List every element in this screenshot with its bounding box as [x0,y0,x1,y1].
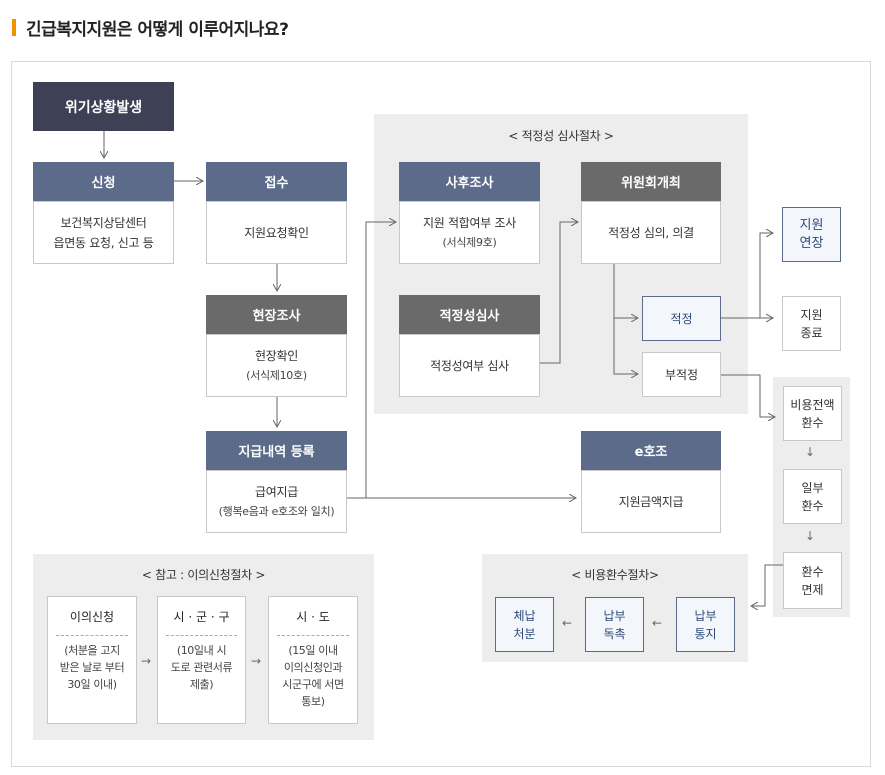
objection-step-box: 시 · 군 · 구 (10일내 시 도로 관련서류 제출) [157,596,246,724]
receipt-header: 접수 [206,162,347,201]
title-accent-bar [12,19,16,36]
objection-step-line: 30일 이내) [67,678,117,691]
apply-body: 보건복지상담센터 읍면동 요청, 신고 등 [33,201,174,264]
extend-box: 지원 연장 [782,207,841,262]
proper-box: 적정 [642,296,721,341]
objection-step-line: 통보) [301,695,325,708]
proper-label: 적정 [670,311,693,326]
refund-label: < 비용환수절차> [571,568,659,582]
adequacy-line1: 적정성여부 심사 [430,358,509,373]
payment-line2: (행복e음과 e호조와 일치) [218,504,335,518]
objection-step-body: (15일 이내 이의신청인과 시군구에 서면 통보) [269,642,357,710]
ehojo-body: 지원금액지급 [581,470,721,533]
refund-step-line1: 체납 [513,608,536,623]
down-arrow-icon: ↓ [805,529,816,543]
ehojo-line1: 지원금액지급 [618,494,684,509]
refund-step-line2: 통지 [694,626,717,641]
diagram-frame [11,61,871,767]
objection-step-box: 이의신청 (처분을 고지 받은 날로 부터 30일 이내) [47,596,137,724]
improper-box: 부적정 [642,352,721,397]
right-arrow-icon: → [251,654,262,668]
crisis-box: 위기상황발생 [33,82,174,131]
adequacy-header: 적정성심사 [399,295,540,334]
divider [56,635,128,636]
refund-step-line1: 납부 [603,608,626,623]
objection-step-line: 제출) [189,678,214,691]
payment-header: 지급내역 등록 [206,431,347,470]
cost-waive-box: 환수 면제 [783,552,842,609]
right-arrow-icon: → [141,654,152,668]
objection-step-body: (처분을 고지 받은 날로 부터 30일 이내) [48,642,136,693]
post-header: 사후조사 [399,162,540,201]
objection-step-box: 시 · 도 (15일 이내 이의신청인과 시군구에 서면 통보) [268,596,358,724]
receipt-line1: 지원요청확인 [244,225,309,240]
committee-line1: 적정성 심의, 의결 [608,225,694,240]
objection-step-line: (처분을 고지 [64,644,120,657]
cost-partial-line2: 환수 [801,498,824,513]
site-line2: (서식제10호) [246,368,307,382]
cost-full-line1: 비용전액 [790,397,835,412]
payment-line1: 급여지급 [255,484,298,499]
extend-line1: 지원 [799,217,824,233]
cost-waive-line2: 면제 [801,582,824,597]
objection-step-body: (10일내 시 도로 관련서류 제출) [158,642,245,693]
refund-step-box: 납부 독촉 [585,597,644,652]
end-line2: 종료 [800,325,823,340]
divider [166,635,237,636]
post-line2: (서식제9호) [442,235,497,249]
objection-step-line: (15일 이내 [288,644,338,657]
refund-step-box: 납부 통지 [676,597,735,652]
adequacy-body: 적정성여부 심사 [399,334,540,397]
objection-step-line: 이의신청인과 [283,661,343,674]
end-line1: 지원 [800,307,823,322]
committee-header: 위원회개최 [581,162,721,201]
left-arrow-icon: ← [562,616,573,630]
refund-step-line2: 독촉 [603,626,626,641]
down-arrow-icon: ↓ [805,445,816,459]
receipt-body: 지원요청확인 [206,201,347,264]
objection-step-line: 도로 관련서류 [170,661,233,674]
refund-step-box: 체납 처분 [495,597,554,652]
apply-header: 신청 [33,162,174,201]
objection-step-line: 받은 날로 부터 [59,661,125,674]
objection-step-line: (10일내 시 [176,644,227,657]
cost-partial-box: 일부 환수 [783,469,842,524]
cost-full-line2: 환수 [801,415,824,430]
divider [277,635,349,636]
objection-step-head: 시 · 군 · 구 [173,610,230,624]
page-title: 긴급복지지원은 어떻게 이루어지나요? [26,20,289,40]
site-line1: 현장확인 [255,348,298,363]
site-body: 현장확인 (서식제10호) [206,334,347,397]
apply-line2: 읍면동 요청, 신고 등 [53,235,154,250]
review-label: < 적정성 심사절차 > [508,129,614,143]
refund-step-line2: 처분 [513,626,536,641]
post-body: 지원 적합여부 조사 (서식제9호) [399,201,540,264]
left-arrow-icon: ← [652,616,663,630]
objection-step-head: 이의신청 [69,610,115,624]
objection-label: < 참고 : 이의신청절차 > [141,568,266,582]
payment-body: 급여지급 (행복e음과 e호조와 일치) [206,470,347,533]
cost-waive-line1: 환수 [801,564,824,579]
end-box: 지원 종료 [782,296,841,351]
apply-line1: 보건복지상담센터 [60,215,147,230]
extend-line2: 연장 [799,235,824,251]
site-header: 현장조사 [206,295,347,334]
cost-full-box: 비용전액 환수 [783,386,842,441]
post-line1: 지원 적합여부 조사 [423,215,516,230]
improper-label: 부적정 [664,367,699,382]
refund-step-line1: 납부 [694,608,717,623]
objection-step-head: 시 · 도 [296,610,330,624]
ehojo-header: e호조 [581,431,721,470]
objection-step-line: 시군구에 서면 [282,678,344,691]
committee-body: 적정성 심의, 의결 [581,201,721,264]
cost-partial-line1: 일부 [801,480,824,495]
